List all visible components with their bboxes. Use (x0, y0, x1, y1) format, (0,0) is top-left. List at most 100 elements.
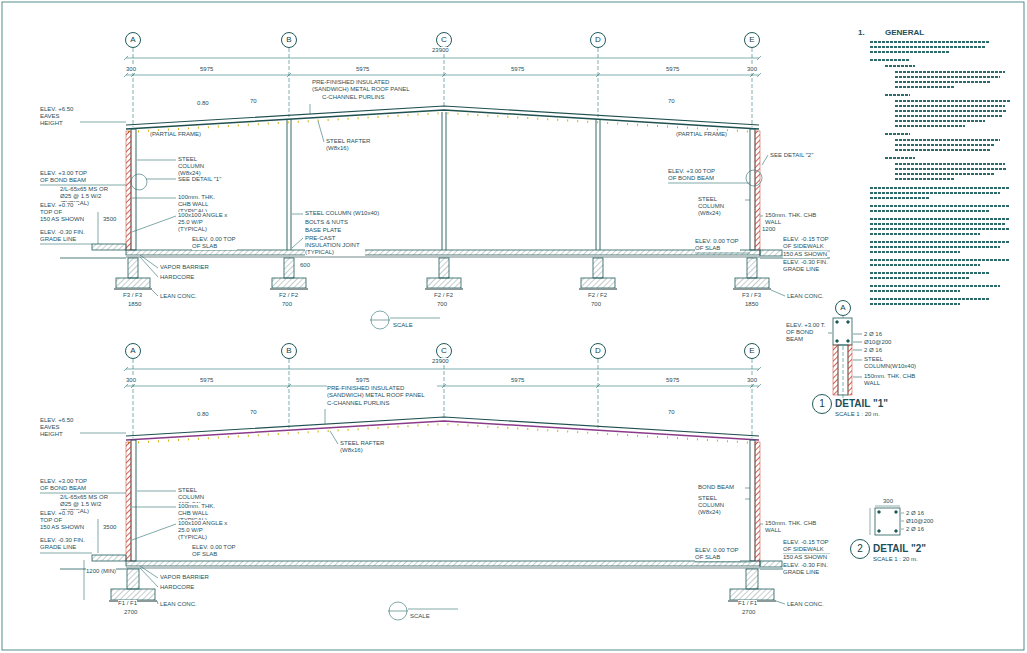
grid-bubble: B (281, 343, 297, 359)
drawing-annotation: C-CHANNEL PURLINS (322, 94, 384, 101)
drawing-annotation: SCALE 1 : 20 m. (873, 556, 918, 563)
drawing-annotation: PRE-FINISHED INSULATED (SANDWICH) METAL … (312, 79, 422, 93)
drawing-annotation: ELEV. +3.00 TOP OF BOND BEAM (40, 170, 88, 184)
drawing-annotation: F1 / F1 (738, 600, 757, 607)
drawing-annotation: F2 / F2 (588, 292, 607, 299)
drawing-annotation: (PARTIAL FRAME) (150, 131, 201, 138)
drawing-annotation: LEAN CONC. (160, 293, 197, 300)
grid-letter: B (286, 36, 291, 44)
grid-bubble: D (590, 32, 606, 48)
drawing-annotation: 600 (300, 262, 310, 269)
grid-bubble: A (125, 32, 141, 48)
drawing-annotation: Ø10@200 (864, 339, 891, 346)
drawing-annotation: PRE-FINISHED INSULATED (SANDWICH) METAL … (327, 385, 437, 399)
drawing-annotation: 5975 (356, 377, 369, 384)
drawing-annotation: 150mm. THK. CHB WALL (765, 520, 825, 534)
drawing-annotation: 5975 (511, 66, 524, 73)
grid-letter: C (441, 36, 447, 44)
grid-bubble: 2 (850, 539, 870, 559)
drawing-annotation: F3 / F3 (123, 292, 142, 299)
drawing-annotation: 3500 (103, 524, 116, 531)
drawing-annotation: SCALE 1 : 20 m. (835, 411, 880, 418)
drawing-annotation: 300 (747, 377, 757, 384)
grid-bubble: B (281, 32, 297, 48)
grid-bubble: E (744, 32, 760, 48)
drawing-annotation: 5975 (200, 66, 213, 73)
drawing-annotation: 70 (250, 409, 257, 416)
drawing-annotation: F1 / F1 (118, 600, 137, 607)
drawing-annotation: 2 Ø 16 (864, 331, 882, 338)
drawing-annotation: VAPOR BARRIER (160, 264, 209, 271)
drawing-annotation: SCALE (410, 613, 430, 620)
drawing-annotation: STEEL COLUMN(W10x40) (864, 356, 924, 370)
drawing-annotation: ELEV. +6.50 EAVES HEIGHT (40, 106, 80, 127)
drawing-annotation: F2 / F2 (434, 292, 453, 299)
grid-letter: D (595, 36, 601, 44)
drawing-annotation: 5975 (200, 377, 213, 384)
drawing-annotation: STEEL COLUMN (W8x24) (698, 196, 743, 217)
drawing-annotation: ELEV. -0.30 FIN. GRADE LINE (40, 229, 85, 243)
drawing-annotation: GENERAL (885, 28, 924, 37)
drawing-annotation: LEAN CONC. (787, 601, 824, 608)
drawing-annotation: BOND BEAM (698, 484, 734, 491)
drawing-annotation: HARDCORE (160, 274, 194, 281)
drawing-annotation: STEEL COLUMN (W8x24) (178, 156, 223, 177)
drawing-annotation: HARDCORE (160, 584, 194, 591)
drawing-annotation: 5975 (666, 66, 679, 73)
drawing-annotation: F2 / F2 (279, 292, 298, 299)
grid-bubble: D (590, 343, 606, 359)
grid-bubble: E (744, 343, 760, 359)
drawing-annotation: 5975 (356, 66, 369, 73)
drawing-annotation: 150mm. THK. CHB WALL (864, 373, 919, 387)
drawing-annotation: SEE DETAIL "2" (770, 152, 813, 159)
drawing-annotation: 70 (250, 98, 257, 105)
drawing-annotation: 1200 (762, 226, 775, 233)
drawing-annotation: 300 (747, 66, 757, 73)
drawing-annotation: ELEV. -0.15 TOP OF SIDEWALK (783, 236, 833, 250)
drawing-annotation: 700 (282, 301, 292, 308)
drawing-annotation: BOLTS & NUTS (305, 219, 348, 226)
drawing-annotation: 150 AS SHOWN (783, 554, 827, 561)
drawing-annotation: STEEL COLUMN (W8x24) (698, 495, 743, 516)
drawing-annotation: F3 / F3 (742, 292, 761, 299)
drawing-annotation: 1. (858, 28, 865, 37)
drawing-annotation: LEAN CONC. (787, 293, 824, 300)
drawing-annotation: ELEV. +3.00 TOP OF BOND BEAM (40, 478, 88, 492)
grid-letter: A (130, 347, 135, 355)
drawing-annotation: C-CHANNEL PURLINS (327, 400, 389, 407)
drawing-annotation: 70 (668, 98, 675, 105)
drawing-annotation: 700 (591, 301, 601, 308)
drawing-annotation: 1200 (MIN) (86, 568, 116, 575)
drawing-annotation: 150 AS SHOWN (40, 524, 84, 531)
drawing-annotation: SCALE (393, 322, 413, 329)
drawing-annotation: 2 Ø 16 (906, 526, 924, 533)
drawing-annotation: 150 AS SHOWN (40, 216, 84, 223)
drawing-annotation: 2 Ø 16 (864, 347, 882, 354)
grid-bubble: A (125, 343, 141, 359)
drawing-annotation: STEEL RAFTER (W8x16) (340, 440, 385, 454)
drawing-annotation: 0.80 (197, 100, 209, 107)
drawing-annotation: DETAIL "1" (835, 398, 888, 410)
drawing-annotation: 2700 (124, 609, 137, 616)
drawing-annotation: LEAN CONC. (160, 601, 197, 608)
drawing-annotation: 2 Ø 16 (906, 510, 924, 517)
drawing-annotation: ELEV. 0.00 TOP OF SLAB (695, 547, 740, 561)
grid-bubble: C (436, 343, 452, 359)
grid-letter: A (840, 304, 845, 312)
drawing-annotation: SEE DETAIL "1" (178, 176, 221, 183)
drawing-annotation: ELEV. -0.30 FIN. GRADE LINE (783, 562, 838, 576)
grid-letter: 1 (819, 399, 825, 409)
drawing-annotation: ELEV. +6.50 EAVES HEIGHT (40, 417, 80, 438)
drawing-annotation: Ø10@200 (906, 518, 933, 525)
drawing-annotation: ELEV. +3.00 TOP OF BOND BEAM (668, 168, 718, 182)
grid-bubble: C (436, 32, 452, 48)
drawing-annotation: 5975 (511, 377, 524, 384)
grid-bubble: A (835, 300, 851, 316)
drawing-annotation: ELEV. 0.00 TOP OF SLAB (192, 544, 237, 558)
drawing-annotation: STEEL COLUMN (W10x40) (305, 210, 379, 217)
grid-letter: B (286, 347, 291, 355)
grid-letter: A (130, 36, 135, 44)
drawing-annotation: ELEV. -0.30 FIN. GRADE LINE (40, 537, 85, 551)
drawing-annotation: 700 (437, 301, 447, 308)
